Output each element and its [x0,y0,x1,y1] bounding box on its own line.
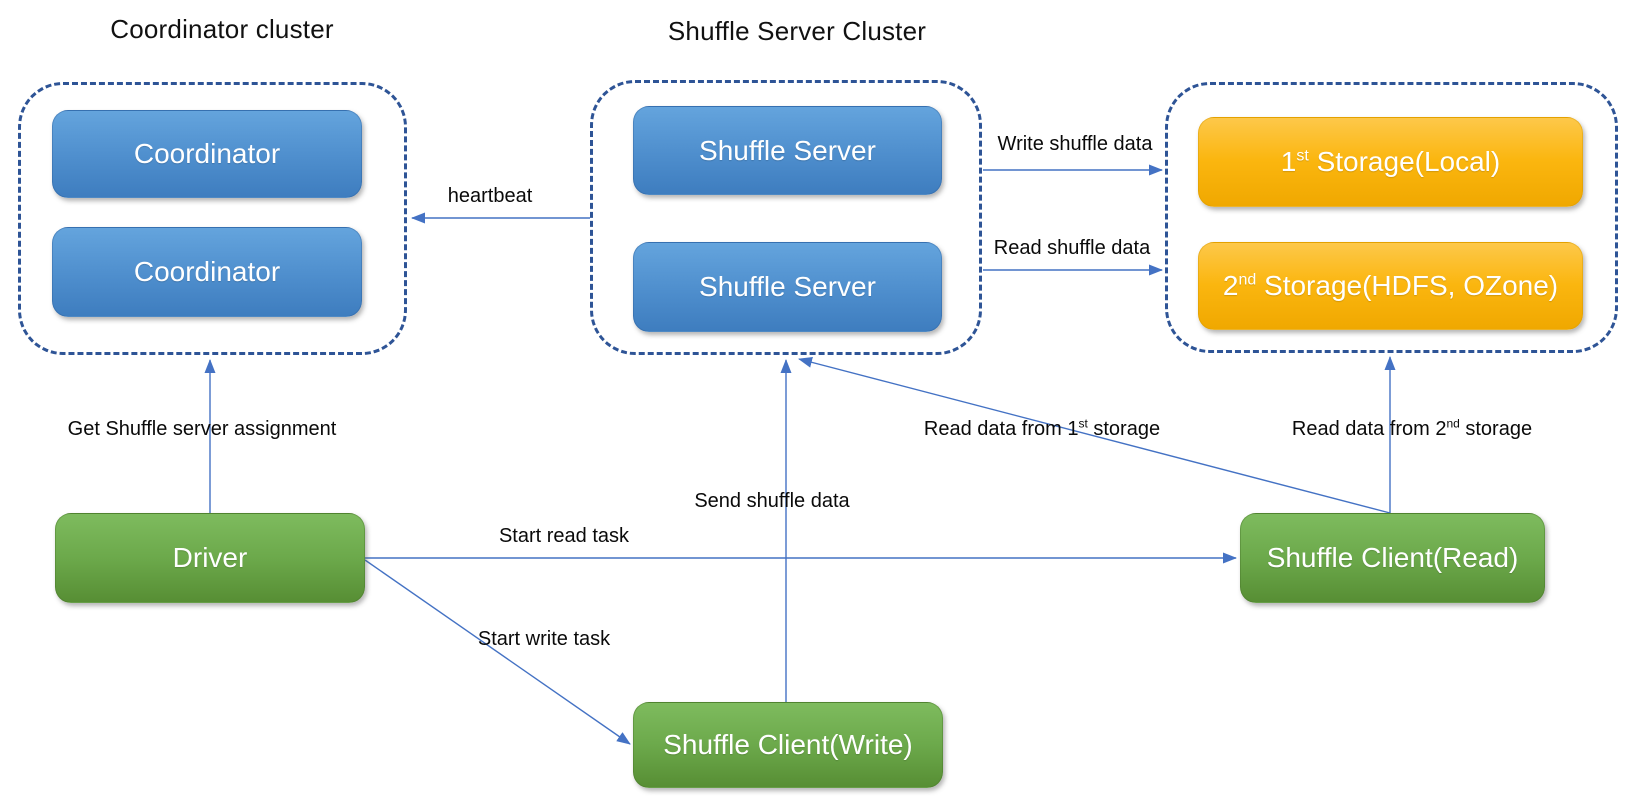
label-text: 1 [1280,146,1297,177]
node-label: Coordinator [133,138,281,169]
node-label: 2nd Storage(HDFS, OZone) [1223,270,1558,302]
storage-node-secondary: 2nd Storage(HDFS, OZone) [1198,242,1583,330]
edge-label-start-read-task: Start read task [498,525,630,547]
edge-read-1st-storage-arrow [798,356,1391,514]
edge-label-send-shuffle-data: Send shuffle data [694,490,850,512]
superscript: nd [1446,416,1460,431]
edge-label-write-shuffle-data: Write shuffle data [997,133,1153,155]
superscript: nd [1238,271,1257,289]
shuffle-server-node-2: Shuffle Server [633,242,942,332]
label-text: storage [1459,418,1533,440]
edge-start-write-task-arrow [364,559,631,745]
node-label: Driver [172,542,248,573]
storage-cluster-box [1165,82,1618,353]
node-label: Shuffle Server [699,134,876,166]
edge-label-heartbeat: heartbeat [447,185,533,207]
superscript: st [1078,416,1088,431]
label-text: storage [1087,418,1161,440]
label-text: Storage(HDFS, OZone) [1256,270,1559,301]
edge-label-start-write-task: Start write task [477,628,611,650]
shuffle-server-node-1: Shuffle Server [633,106,942,195]
coordinator-node-1: Coordinator [52,110,362,198]
shuffle-server-cluster-title: Shuffle Server Cluster [667,16,927,46]
shuffle-server-cluster-box [590,80,982,355]
node-label: Shuffle Server [699,271,876,302]
superscript: st [1296,147,1309,165]
node-label: Shuffle Client(Read) [1266,542,1519,573]
edge-label-read-1st-storage: Read data from 1st storage [923,416,1161,440]
node-label: 1st Storage(Local) [1281,146,1500,178]
shuffle-client-read-node: Shuffle Client(Read) [1240,513,1545,603]
coordinator-cluster-box [18,82,407,355]
edge-label-read-2nd-storage: Read data from 2nd storage [1291,416,1533,440]
label-text: Read data from 2 [1291,418,1447,440]
node-label: Coordinator [133,256,281,287]
edge-label-get-assignment: Get Shuffle server assignment [67,418,337,440]
coordinator-node-2: Coordinator [52,227,362,317]
storage-node-primary: 1st Storage(Local) [1198,117,1583,207]
label-text: 2 [1222,270,1239,301]
node-label: Shuffle Client(Write) [663,729,913,760]
label-text: Read data from 1 [923,418,1079,440]
driver-node: Driver [55,513,365,603]
coordinator-cluster-title: Coordinator cluster [110,14,334,44]
label-text: Storage(Local) [1308,146,1501,177]
edge-label-read-shuffle-data: Read shuffle data [993,237,1151,259]
shuffle-client-write-node: Shuffle Client(Write) [633,702,943,788]
